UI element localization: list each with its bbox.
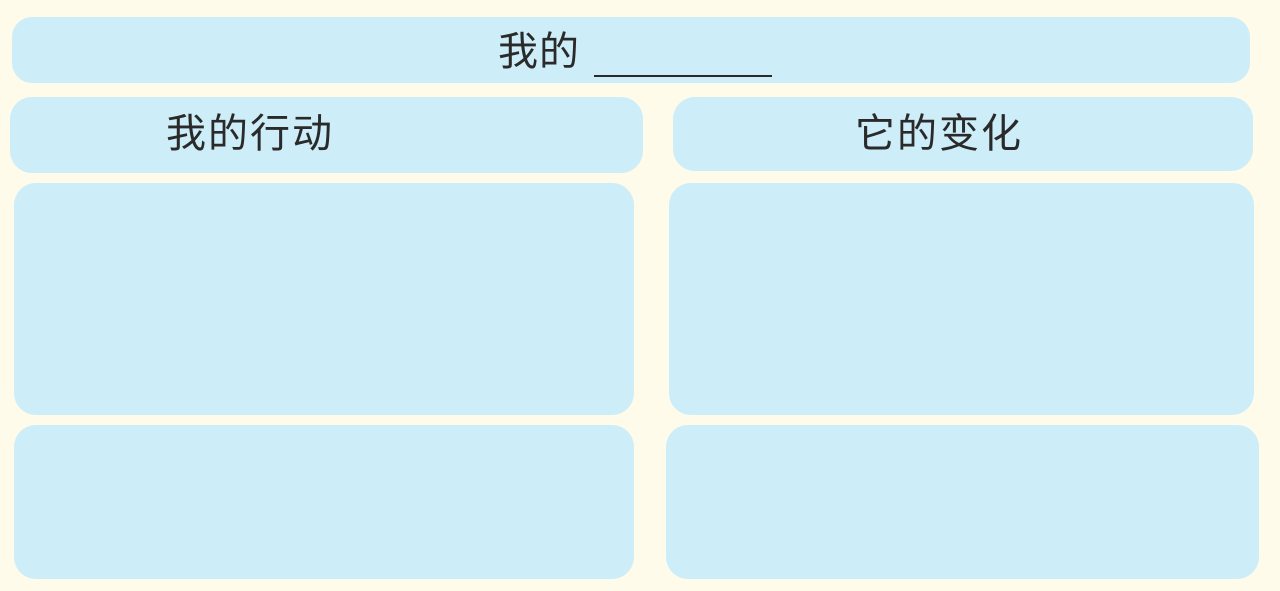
column-header-its-change-label: 它的变化 <box>855 111 1023 157</box>
title-bar <box>12 17 1250 83</box>
worksheet-title: 我的 <box>498 29 580 75</box>
column-header-my-action-label: 我的行动 <box>166 111 334 157</box>
title-blank-line[interactable] <box>594 75 772 77</box>
column-header-its-change <box>673 97 1253 171</box>
answer-cell-my-action-1[interactable] <box>14 183 634 415</box>
column-header-my-action <box>10 97 643 173</box>
answer-cell-my-action-2[interactable] <box>14 425 634 579</box>
answer-cell-its-change-1[interactable] <box>669 183 1254 415</box>
answer-cell-its-change-2[interactable] <box>666 425 1259 579</box>
